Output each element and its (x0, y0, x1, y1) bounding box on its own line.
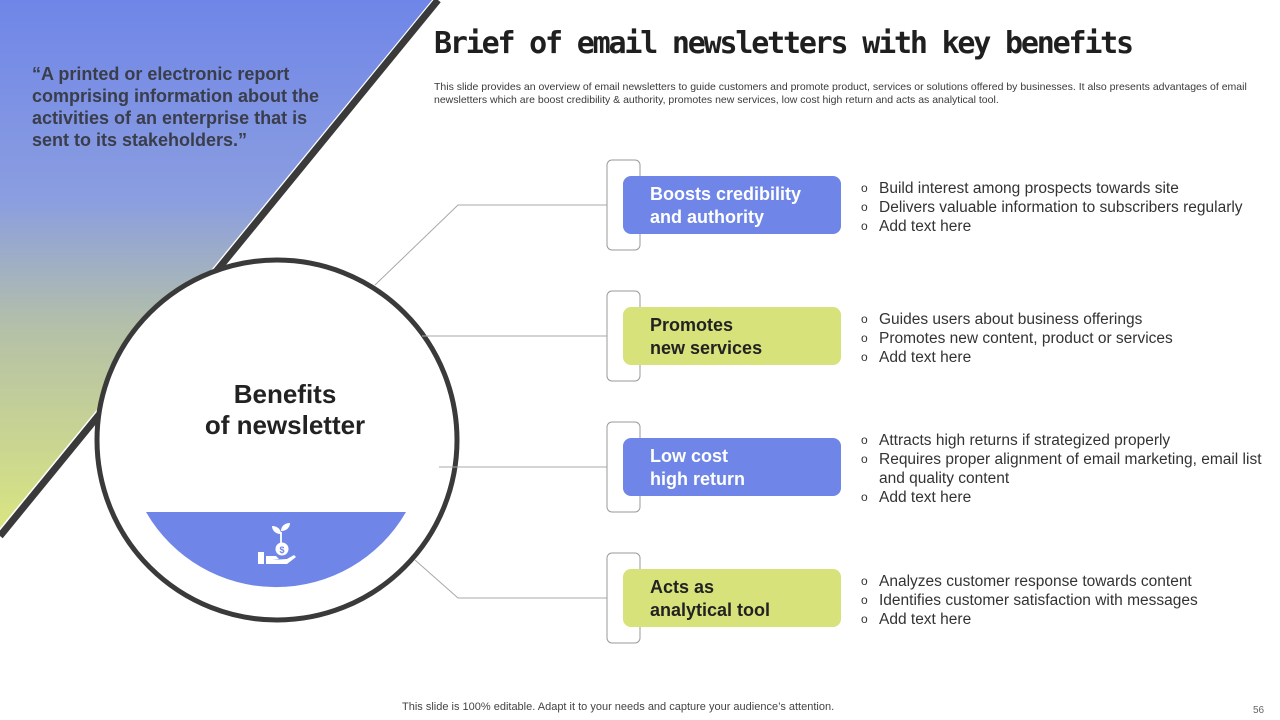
benefit-label-line2: analytical tool (650, 600, 771, 620)
benefit-point: Delivers valuable information to subscri… (858, 198, 1268, 217)
benefit-box-low-cost: Low cost high return (623, 438, 841, 496)
benefit-box-new-services: Promotes new services (623, 307, 841, 365)
benefit-label-line2: high return (650, 469, 745, 489)
benefit-label-line1: Acts as (650, 577, 715, 597)
page-number: 56 (1253, 705, 1265, 716)
benefit-point: Promotes new content, product or service… (858, 329, 1268, 348)
benefit-point: Add text here (858, 610, 1268, 629)
benefit-point: Add text here (858, 348, 1268, 367)
benefit-label-line1: Low cost (650, 446, 729, 466)
benefit-points-new-services: Guides users about business offerings Pr… (858, 310, 1268, 367)
benefit-point: Requires proper alignment of email marke… (858, 450, 1268, 488)
benefit-point: Attracts high returns if strategized pro… (858, 431, 1268, 450)
benefit-point: Add text here (858, 488, 1268, 507)
quote-text: “A printed or electronic report comprisi… (32, 64, 319, 150)
circle-title-line2: of newsletter (204, 410, 366, 440)
benefit-label-line1: Boosts credibility (650, 184, 802, 204)
benefit-point: Analyzes customer response towards conte… (858, 572, 1268, 591)
benefit-label-line2: new services (650, 338, 763, 358)
benefit-label-line1: Promotes (650, 315, 734, 335)
benefit-points-credibility: Build interest among prospects towards s… (858, 179, 1268, 236)
benefit-points-low-cost: Attracts high returns if strategized pro… (858, 431, 1268, 507)
money-plant-hand-icon: $ (258, 523, 296, 564)
connector-lines (374, 204, 612, 599)
benefit-points-analytical: Analyzes customer response towards conte… (858, 572, 1268, 629)
benefit-point: Identifies customer satisfaction with me… (858, 591, 1268, 610)
benefit-point: Guides users about business offerings (858, 310, 1268, 329)
page-subtitle: This slide provides an overview of email… (434, 81, 1247, 106)
benefit-point: Add text here (858, 217, 1268, 236)
circle-title: Benefits of newsletter (150, 379, 420, 441)
page-title: Brief of email newsletters with key bene… (434, 26, 1134, 61)
circle-title-line1: Benefits (233, 379, 337, 409)
svg-text:$: $ (279, 545, 284, 555)
footer-note: This slide is 100% editable. Adapt it to… (402, 701, 835, 713)
benefit-box-analytical: Acts as analytical tool (623, 569, 841, 627)
benefit-box-credibility: Boosts credibility and authority (623, 176, 841, 234)
benefit-label-line2: and authority (650, 207, 765, 227)
connector-4 (414, 559, 612, 599)
connector-1 (374, 204, 612, 286)
benefit-point: Build interest among prospects towards s… (858, 179, 1268, 198)
